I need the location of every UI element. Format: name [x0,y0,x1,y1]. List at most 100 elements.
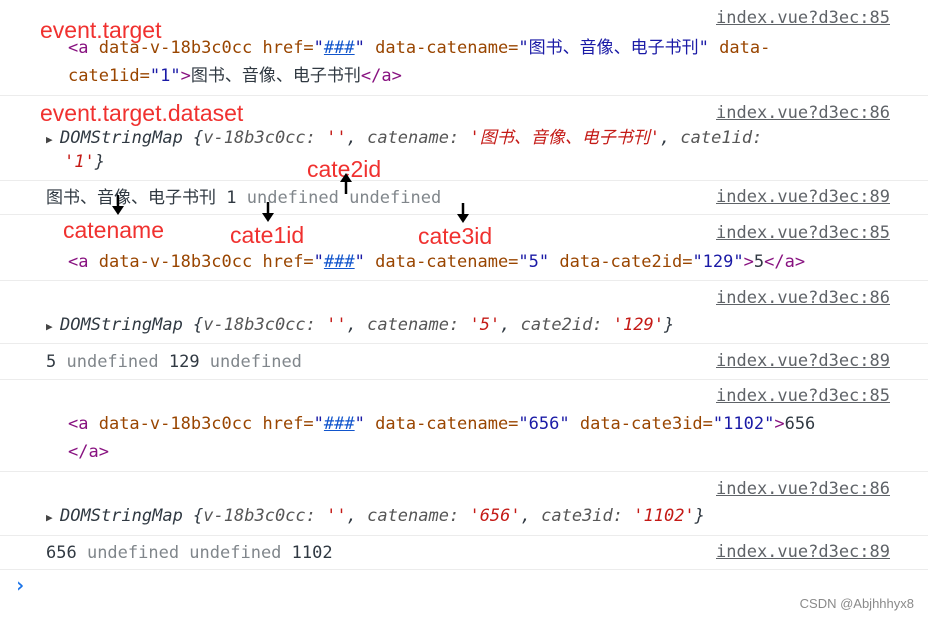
tag-open: <a [68,414,99,434]
annotation-event-target-dataset: event.target.dataset [40,100,244,126]
attr-name: cate1id= [68,66,150,86]
log-undefined: undefined undefined [246,188,442,208]
object-key: cate3id: [541,506,634,526]
attr-name: href= [262,38,314,58]
href-link[interactable]: ### [323,38,355,58]
tag-end: </a> [764,252,806,272]
object-line-1[interactable]: ▶DOMStringMap {v-18b3c0cc: '', catename:… [46,311,674,341]
attr-value: "1" [149,66,181,86]
attr-name: data- [708,38,771,58]
log-undefined: undefined undefined [86,543,292,563]
source-link[interactable]: index.vue?d3ec:86 [716,288,890,308]
element-text: 5 [753,252,765,272]
object-key: cate2id: [520,315,613,335]
console-message: index.vue?d3ec:85 <a data-v-18b3c0cc hre… [0,380,928,472]
object-key: catename: [367,506,470,526]
console-message: index.vue?d3ec:86 ▶ DOMStringMap {v-18b3c… [0,96,928,181]
separator: , [346,315,368,335]
object-key: cate1id: [680,128,763,148]
object-key: catename: [367,128,470,148]
tag-open: <a [68,252,99,272]
log-undefined: undefined [209,352,302,372]
log-value: 1102 [291,543,333,563]
object-end: } [694,506,705,526]
tag-close: > [180,66,191,86]
log-value: 1 [226,188,247,208]
object-value: '656' [469,506,521,526]
arrow-down-icon [457,203,469,223]
tag-close: > [743,252,754,272]
console-prompt-icon[interactable]: › [14,573,27,597]
source-link[interactable]: index.vue?d3ec:85 [716,386,890,406]
attr-value: "1102" [712,414,775,434]
element-line-1[interactable]: <a data-v-18b3c0cc href="###" data-caten… [68,34,770,62]
object-type: DOMStringMap { [60,128,204,148]
source-link[interactable]: index.vue?d3ec:86 [716,103,890,123]
object-line-1[interactable]: ▶ DOMStringMap {v-18b3c0cc: '', catename:… [46,124,762,154]
source-link[interactable]: index.vue?d3ec:89 [716,542,890,562]
expand-triangle-icon[interactable]: ▶ [46,320,53,333]
attr-value: " [354,414,365,434]
object-line-1[interactable]: ▶DOMStringMap {v-18b3c0cc: '', catename:… [46,502,705,532]
attr-value: " [313,252,324,272]
attr-name: data-v-18b3c0cc [98,252,263,272]
element-line-1[interactable]: <a data-v-18b3c0cc href="###" data-caten… [68,248,805,276]
tag-open: <a [68,38,99,58]
object-value: '' [326,315,347,335]
console-message: index.vue?d3ec:86 ▶DOMStringMap {v-18b3c… [0,281,928,344]
attr-value: " [354,38,365,58]
separator: , [520,506,542,526]
object-value: '129' [612,315,664,335]
href-link[interactable]: ### [323,414,355,434]
source-link[interactable]: index.vue?d3ec:89 [716,351,890,371]
object-end: } [663,315,675,335]
log-value: 129 [168,352,210,372]
separator: , [659,128,681,148]
object-value: '' [326,128,347,148]
console-message: index.vue?d3ec:85 <a data-v-18b3c0cc hre… [0,215,928,281]
attr-value: "656" [518,414,570,434]
attr-value: "图书、音像、电子书刊" [518,38,709,58]
source-link[interactable]: index.vue?d3ec:85 [716,8,890,28]
log-value: 5 [46,352,67,372]
object-key: catename: [367,315,470,335]
attr-name: data-catename= [364,414,519,434]
watermark: CSDN @Abjhhhyx8 [799,596,914,611]
source-link[interactable]: index.vue?d3ec:86 [716,479,890,499]
element-line-2[interactable]: cate1id="1">图书、音像、电子书刊</a> [68,62,402,90]
element-line-2[interactable]: </a> [68,438,109,466]
object-value: '1' [64,152,95,172]
log-undefined: undefined [66,352,169,372]
object-type: DOMStringMap { [60,506,204,526]
arrow-up-icon [340,173,352,194]
object-end: } [94,152,105,172]
attr-name: href= [262,414,314,434]
annotation-cate1id: cate1id [230,222,305,248]
object-key: v-18b3c0cc: [203,128,327,148]
source-link[interactable]: index.vue?d3ec:89 [716,187,890,207]
object-value: '' [326,506,347,526]
object-value: '图书、音像、电子书刊' [469,128,660,148]
annotation-catename: catename [63,217,165,243]
object-line-2: '1'} [64,148,105,176]
console-message: index.vue?d3ec:89 5 undefined 129 undefi… [0,344,928,380]
log-value: 图书、音像、电子书刊 [46,188,227,208]
attr-name: data-cate3id= [569,414,713,434]
expand-triangle-icon[interactable]: ▶ [46,133,53,146]
log-line: 656 undefined undefined 1102 [46,539,333,567]
attr-name: data-cate2id= [549,252,693,272]
annotation-event-target: event.target [40,17,162,43]
element-line-1[interactable]: <a data-v-18b3c0cc href="###" data-caten… [68,410,815,438]
attr-name: data-catename= [364,38,519,58]
separator: , [346,128,368,148]
href-link[interactable]: ### [323,252,355,272]
attr-value: "5" [518,252,550,272]
object-type: DOMStringMap { [60,315,204,335]
expand-triangle-icon[interactable]: ▶ [46,511,53,524]
attr-name: data-v-18b3c0cc [98,414,263,434]
attr-value: " [313,38,324,58]
annotation-cate3id: cate3id [418,223,493,249]
object-value: '5' [469,315,501,335]
log-line: 5 undefined 129 undefined [46,348,302,376]
source-link[interactable]: index.vue?d3ec:85 [716,223,890,243]
